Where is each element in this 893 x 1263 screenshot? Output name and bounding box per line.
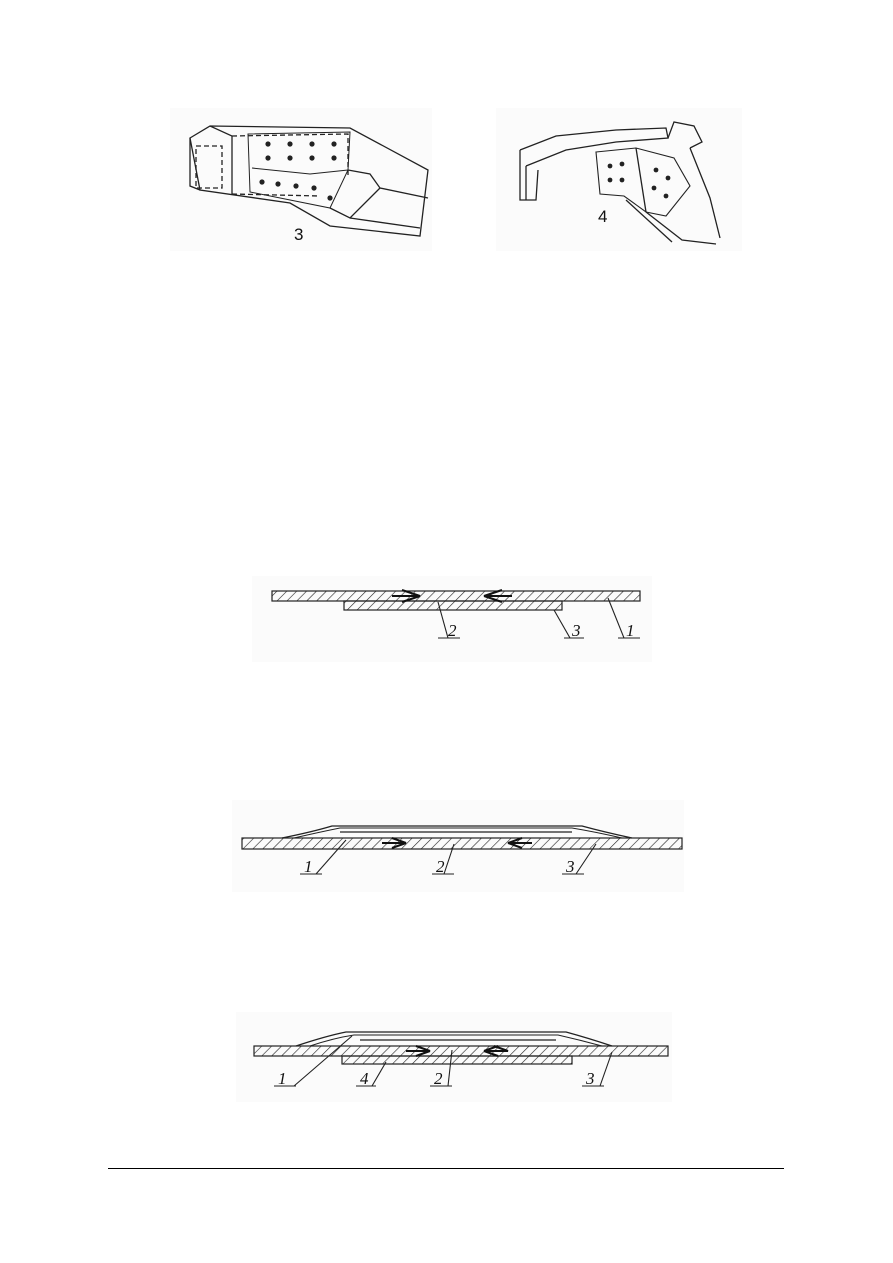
callout-b-3: 3	[565, 857, 575, 876]
callout-a-1: 2	[448, 621, 457, 640]
callout-a-3: 1	[626, 621, 635, 640]
section-diagram-b: 1 2 3	[232, 800, 684, 892]
illustration-patched-beam: 3	[170, 108, 432, 251]
callout-b-2: 2	[436, 857, 445, 876]
callout-c-4: 3	[585, 1069, 595, 1088]
callout-c-2: 4	[360, 1069, 369, 1088]
footer-rule	[108, 1168, 784, 1169]
section-diagram-c: 1 4 2 3	[236, 1012, 672, 1102]
section-diagram-a: 2 3 1	[252, 576, 652, 662]
callout-a-2: 3	[571, 621, 581, 640]
figure-label-4: 4	[598, 207, 607, 226]
callout-b-1: 1	[304, 857, 313, 876]
illustration-curved-frame: 4	[496, 108, 742, 251]
figure-label-3: 3	[294, 225, 303, 244]
callout-c-3: 2	[434, 1069, 443, 1088]
callout-c-1: 1	[278, 1069, 287, 1088]
